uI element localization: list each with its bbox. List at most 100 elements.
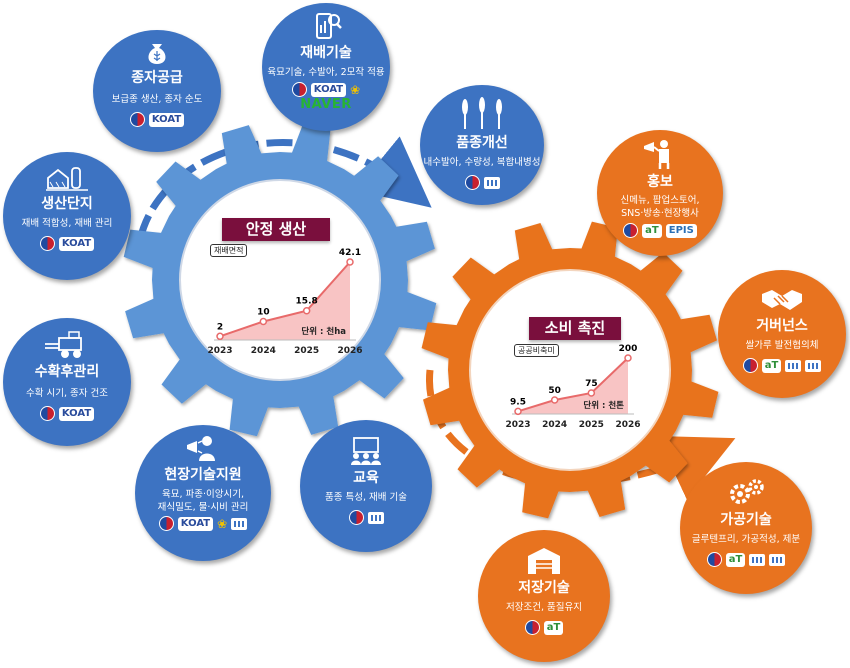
gov-emblem-icon	[39, 406, 55, 421]
building-logo-icon	[367, 511, 384, 524]
naver-logo: NAVER	[300, 97, 352, 112]
production-gear-title: 안정 생산	[222, 218, 330, 241]
epis-logo: EPIS	[665, 223, 697, 238]
building-logo-icon	[231, 517, 248, 530]
gov-emblem-icon	[129, 112, 145, 127]
node-processing-desc: 글루텐프리, 가공적성, 제분	[691, 534, 801, 545]
node-seed-supply[interactable]: 종자공급 보급종 생산, 종자 순도 KOAT	[93, 30, 221, 152]
node-variety-desc: 내수발아, 수량성, 복합내병성	[423, 157, 541, 168]
node-complex-title: 생산단지	[41, 196, 93, 212]
chart-year-label: 2023	[207, 346, 232, 356]
gov-emblem-icon	[348, 510, 364, 525]
node-governance-title: 거버넌스	[756, 318, 808, 334]
chart-year-label: 2024	[251, 346, 276, 356]
factory-logo-icon	[805, 359, 822, 372]
node-governance[interactable]: 거버넌스 쌀가루 발전협의체 aT	[718, 270, 846, 398]
node-seed-desc: 보급종 생산, 종자 순도	[111, 94, 203, 105]
speaker-person-icon	[644, 140, 670, 169]
node-processing-tech[interactable]: 가공기술 글루텐프리, 가공적성, 제분 aT	[680, 462, 812, 594]
node-field-title: 현장기술지원	[164, 467, 242, 483]
chart-year-label: 2026	[615, 420, 640, 430]
node-field-support[interactable]: 현장기술지원 육묘, 파종·이앙시기, 재식밀도, 물·시비 관리 KOAT❀	[135, 425, 271, 561]
gov-emblem-icon	[291, 82, 307, 97]
koat-logo: KOAT	[310, 82, 347, 97]
gov-emblem-icon	[464, 175, 480, 190]
at-logo: aT	[543, 620, 564, 635]
factory-logo-icon	[769, 553, 786, 566]
chart-year-label: 2026	[337, 346, 362, 356]
gov-emblem-icon	[524, 620, 540, 635]
consumption-chart-tag: 공공비축미	[514, 344, 559, 357]
award-ribbon-icon: ❀	[217, 516, 228, 531]
phone-search-icon	[316, 13, 342, 39]
chart-point	[514, 407, 522, 416]
node-complex-desc: 재배 적합성, 재배 관리	[21, 218, 113, 229]
farm-icon	[46, 167, 88, 191]
node-cultivation-desc: 육묘기술, 수발아, 2모작 적용	[267, 67, 385, 78]
chart-value-label: 9.5	[510, 397, 526, 407]
node-post-harvest[interactable]: 수확후관리 수확 시기, 종자 건조 KOAT	[3, 318, 131, 446]
node-storage-title: 저장기술	[518, 580, 570, 596]
chart-year-label: 2025	[294, 346, 319, 356]
seed-bag-icon	[148, 44, 166, 64]
handshake-icon	[762, 290, 802, 310]
gov-emblem-icon	[158, 516, 174, 531]
chart-value-label: 2	[217, 322, 223, 332]
classroom-icon	[351, 437, 381, 465]
award-ribbon-icon: ❀	[350, 82, 361, 97]
node-harvest-desc: 수확 시기, 종자 건조	[26, 388, 108, 399]
node-storage-desc: 저장조건, 품질유지	[506, 602, 582, 613]
wheat-icon	[462, 97, 502, 129]
chart-area	[518, 358, 628, 414]
node-promotion-title: 홍보	[647, 174, 673, 190]
chart-area	[220, 262, 350, 340]
chart-year-label: 2025	[579, 420, 604, 430]
consumption-gear-title: 소비 촉진	[529, 317, 621, 340]
chart-value-label: 200	[619, 344, 638, 354]
node-promotion-desc: 신메뉴, 팝업스토어, SNS·방송·현장행사	[620, 195, 700, 219]
node-variety-title: 품종개선	[456, 135, 508, 151]
chart-year-label: 2024	[542, 420, 567, 430]
node-field-desc: 육묘, 파종·이앙시기, 재식밀도, 물·시비 관리	[157, 489, 249, 513]
chart-point	[587, 389, 596, 397]
chart-value-label: 15.8	[296, 297, 318, 307]
chart-line	[517, 357, 629, 413]
node-cultivation-title: 재배기술	[300, 45, 352, 61]
combine-icon	[45, 331, 82, 358]
production-chart-tag: 재배면적	[210, 244, 248, 257]
node-education-title: 교육	[353, 470, 379, 486]
megaphone-icon	[187, 436, 215, 461]
gears-icon	[730, 479, 764, 504]
at-logo: aT	[761, 358, 782, 373]
chart-value-label: 10	[257, 307, 270, 317]
chart-point	[624, 354, 632, 362]
node-processing-title: 가공기술	[720, 512, 772, 528]
node-education[interactable]: 교육 품종 특성, 재배 기술	[300, 420, 432, 552]
gov-emblem-icon	[39, 236, 55, 251]
building-logo-icon	[785, 359, 802, 372]
chart-value-label: 42.1	[339, 248, 361, 258]
node-storage-tech[interactable]: 저장기술 저장조건, 품질유지 aT	[478, 530, 610, 662]
chart-point	[346, 258, 354, 266]
node-seed-title: 종자공급	[131, 70, 183, 86]
chart-year-label: 2023	[505, 420, 530, 430]
node-cultivation-tech[interactable]: 재배기술 육묘기술, 수발아, 2모작 적용 KOAT❀ NAVER	[262, 3, 390, 131]
chart-point	[216, 332, 224, 341]
warehouse-icon	[528, 548, 560, 574]
building-logo-icon	[749, 553, 766, 566]
gov-emblem-icon	[742, 358, 758, 373]
chart-unit-label: 단위 : 천ha	[301, 326, 346, 337]
node-education-desc: 품종 특성, 재배 기술	[325, 492, 407, 503]
koat-logo: KOAT	[58, 236, 95, 251]
koat-logo: KOAT	[148, 112, 185, 127]
node-governance-desc: 쌀가루 발전협의체	[745, 340, 819, 351]
chart-value-label: 75	[585, 379, 598, 389]
at-logo: aT	[725, 552, 746, 567]
chart-value-label: 50	[548, 386, 561, 396]
chart-point	[302, 306, 311, 315]
node-production-complex[interactable]: 생산단지 재배 적합성, 재배 관리 KOAT	[3, 152, 131, 280]
node-variety-improvement[interactable]: 품종개선 내수발아, 수량성, 복합내병성	[420, 85, 544, 205]
